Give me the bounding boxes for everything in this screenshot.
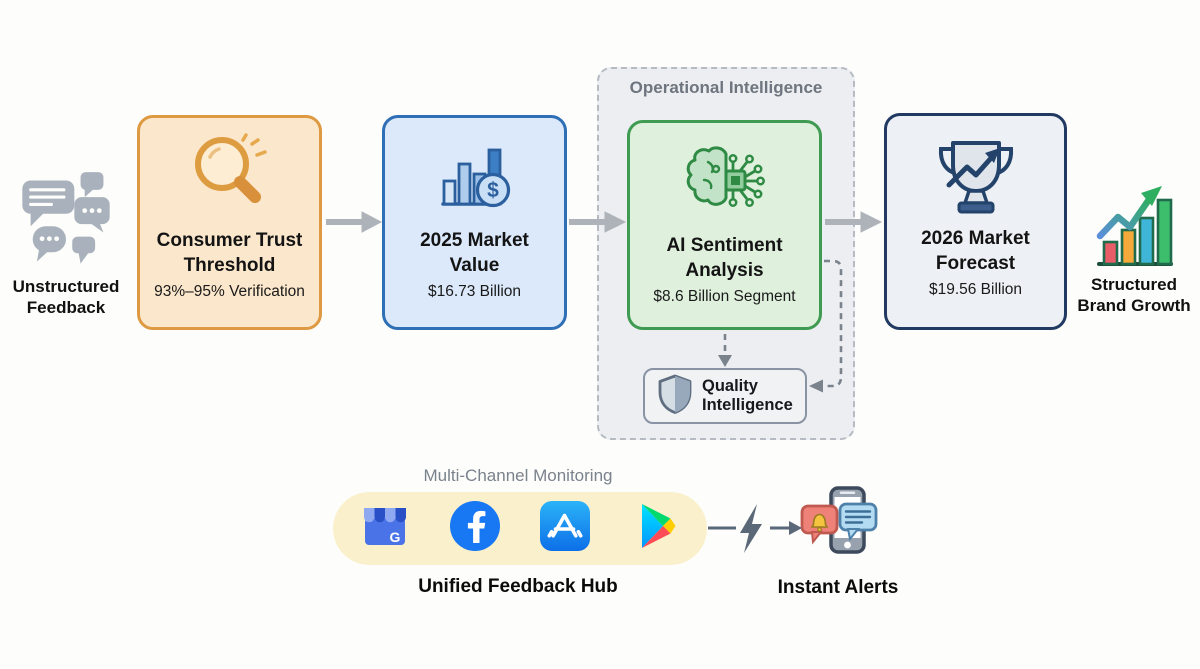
google-g-glyph: G bbox=[390, 529, 401, 545]
box-title: 2025 Market Value bbox=[420, 230, 529, 276]
brain-circuit-icon bbox=[679, 136, 771, 226]
market-value-box: $ 2025 Market Value $16.73 Billion bbox=[382, 115, 567, 330]
operational-intelligence-label: Operational Intelligence bbox=[629, 78, 823, 97]
chat-bubbles-icon bbox=[16, 168, 116, 272]
quality-intelligence-box: Quality Intelligence bbox=[643, 368, 807, 424]
dollar-glyph: $ bbox=[487, 179, 499, 202]
phone-alerts-icon bbox=[800, 486, 880, 566]
app-store-icon bbox=[539, 500, 591, 557]
google-business-icon: G bbox=[359, 500, 411, 557]
market-forecast-box: 2026 Market Forecast $19.56 Billion bbox=[884, 113, 1067, 330]
trophy-growth-icon bbox=[930, 129, 1022, 219]
alerts-connector bbox=[708, 504, 802, 553]
google-play-icon bbox=[629, 500, 681, 557]
lightning-icon bbox=[740, 504, 762, 553]
box-subtitle: $16.73 Billion bbox=[427, 283, 522, 300]
multi-channel-monitoring-label: Multi-Channel Monitoring bbox=[423, 466, 613, 485]
box-title: Consumer Trust Threshold bbox=[156, 230, 303, 276]
input-label: Unstructured Feedback bbox=[12, 277, 120, 317]
ai-sentiment-box: AI Sentiment Analysis $8.6 Billion Segme… bbox=[627, 120, 822, 330]
bar-chart-dollar-icon: $ bbox=[429, 131, 521, 221]
output-label: Structured Brand Growth bbox=[1077, 275, 1191, 315]
box-title: 2026 Market Forecast bbox=[921, 228, 1030, 274]
quality-intelligence-label: Quality Intelligence bbox=[702, 377, 793, 414]
unified-feedback-hub-label: Unified Feedback Hub bbox=[418, 576, 618, 597]
instant-alerts-label: Instant Alerts bbox=[777, 577, 899, 598]
channel-pill: G bbox=[333, 492, 707, 565]
facebook-icon bbox=[449, 500, 501, 557]
box-subtitle: $8.6 Billion Segment bbox=[653, 288, 796, 305]
box-title: AI Sentiment Analysis bbox=[666, 235, 783, 281]
consumer-trust-box: Consumer Trust Threshold 93%–95% Verific… bbox=[137, 115, 322, 330]
magnifier-icon bbox=[184, 131, 276, 221]
box-subtitle: $19.56 Billion bbox=[928, 281, 1023, 298]
growth-chart-icon bbox=[1096, 176, 1174, 270]
box-subtitle: 93%–95% Verification bbox=[154, 283, 305, 300]
flow-arrow-1 bbox=[326, 211, 383, 233]
shield-icon bbox=[657, 374, 693, 419]
